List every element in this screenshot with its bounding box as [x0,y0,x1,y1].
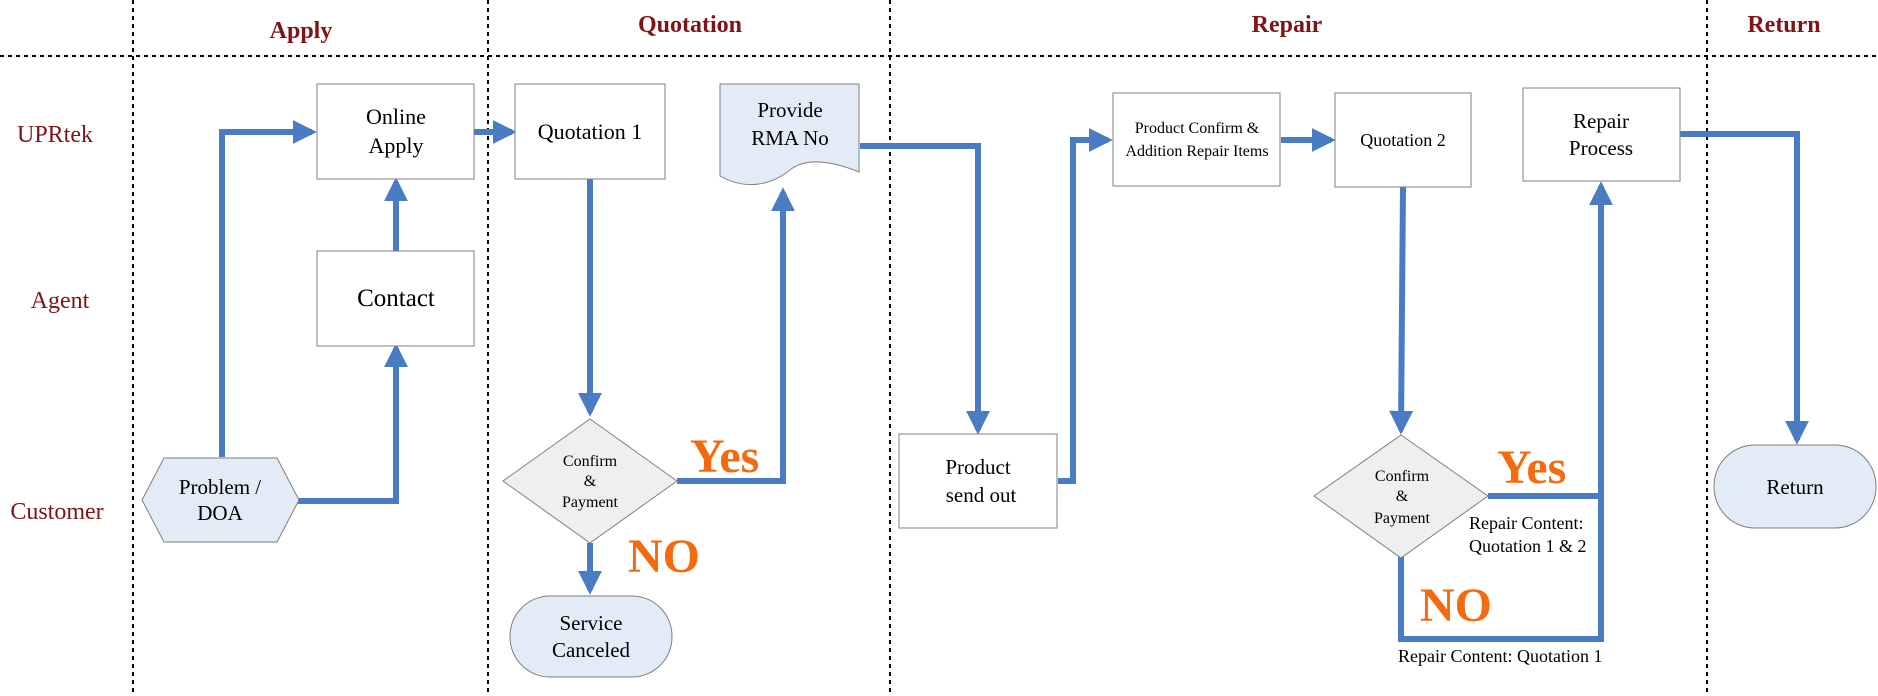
contact-box [316,250,475,347]
phase-header-repair: Repair [1252,12,1323,38]
confirm1-label-line2: & [584,473,597,490]
online-apply-box [316,83,475,180]
role-label-agent: Agent [31,288,90,314]
confirm2-label-line2: & [1396,488,1409,505]
no-label-1: NO [628,530,700,583]
phase-header-apply: Apply [270,18,333,44]
confirm1-label-line1: Confirm [563,453,618,470]
quotation1-box [514,83,666,180]
phase-header-return: Return [1747,12,1820,38]
provide-rma-document [719,83,860,186]
repair-content-quotation1-note: Repair Content: Quotation 1 [1398,646,1602,666]
repair-process-label-line1: Repair [1573,109,1629,133]
product-confirm-label-line1: Product Confirm & [1135,120,1260,137]
quotation2-box [1334,92,1472,188]
yes-label-1: Yes [690,430,759,483]
product-send-out-label-line2: send out [946,483,1017,507]
problem-doa-label-line2: DOA [197,501,243,525]
arrow-quotation2-to-confirm2 [1389,185,1414,435]
service-canceled-rounded [509,595,673,678]
confirm1-label-line3: Payment [562,494,619,511]
provide-rma-label-line1: Provide [757,98,822,122]
arrow-problem-to-contact [298,343,408,504]
arrow-confirm1-yes-to-rma [677,187,795,484]
problem-doa-label-line1: Problem / [179,475,261,499]
provide-rma-label-line2: RMA No [751,126,829,150]
repair-content-note-line2: Quotation 1 & 2 [1469,536,1587,556]
problem-doa-hexagon [141,457,300,543]
repair-process-box [1522,87,1681,182]
quotation2-label: Quotation 2 [1360,130,1446,150]
role-label-customer: Customer [10,499,103,525]
phase-header-quotation: Quotation [638,12,742,38]
arrow-problem-to-online-apply [219,120,317,457]
confirm-payment-2-diamond [1313,434,1489,559]
service-canceled-label-line2: Canceled [552,638,631,662]
arrow-confirm2-no-to-repair-process [1398,494,1604,642]
return-label: Return [1766,475,1824,499]
quotation1-label: Quotation 1 [538,119,643,144]
online-apply-label-line2: Apply [369,133,424,158]
role-label-uprtek: UPRtek [17,122,93,148]
repair-process-label-line2: Process [1569,136,1633,160]
contact-label: Contact [357,285,435,312]
product-confirm-box [1112,92,1281,187]
product-send-out-box [898,433,1058,529]
arrow-send-out-to-product-confirm [1058,128,1113,484]
no-label-2: NO [1420,579,1492,632]
confirm-payment-1-diamond [502,418,678,544]
repair-content-note-line1: Repair Content: [1469,513,1583,533]
product-send-out-label-line1: Product [945,455,1010,479]
arrow-repair-process-to-return [1680,131,1809,445]
yes-label-2: Yes [1497,441,1566,494]
return-rounded [1713,444,1877,529]
confirm2-label-line3: Payment [1374,510,1431,527]
product-confirm-label-line2: Addition Repair Items [1125,143,1268,160]
service-canceled-label-line1: Service [560,611,623,635]
arrow-rma-to-product-send-out [860,143,990,435]
confirm2-label-line1: Confirm [1375,468,1430,485]
online-apply-label-line1: Online [366,104,426,129]
